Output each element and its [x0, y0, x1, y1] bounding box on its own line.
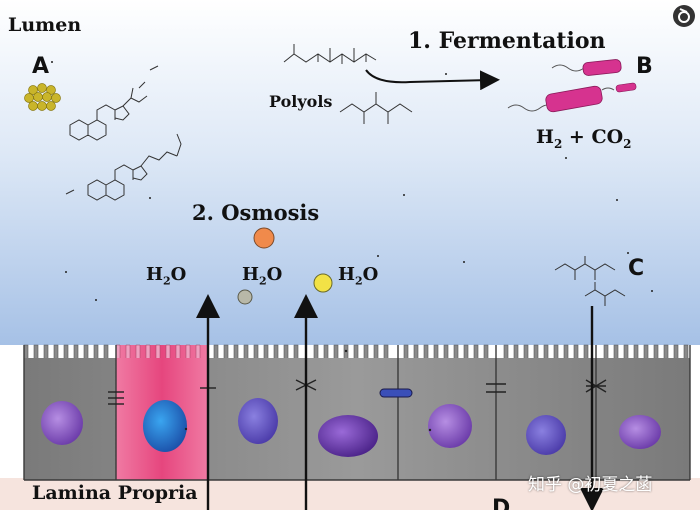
co2-subscript: 2 — [623, 136, 632, 151]
nucleus-3 — [238, 398, 278, 444]
water-label-1: H2O — [146, 264, 186, 288]
plus-co-text: + CO — [562, 126, 624, 148]
polyol-structure-2 — [339, 92, 413, 124]
yellow-particle — [313, 273, 333, 293]
lamina-propria-label: Lamina Propria — [32, 482, 198, 504]
nucleus-5 — [428, 404, 472, 448]
background-specks — [51, 61, 653, 432]
nucleus-7 — [619, 415, 661, 449]
panel-d-label: D — [492, 496, 511, 510]
h2-subscript: 2 — [553, 136, 563, 151]
water-3-h: H — [338, 264, 356, 285]
nucleus-4 — [318, 415, 378, 457]
osmosis-heading: 2. Osmosis — [192, 200, 320, 225]
lumen-label: Lumen — [8, 14, 82, 36]
water-1-sub: 2 — [163, 274, 171, 288]
fermentation-products: H2 + CO2 — [536, 126, 632, 151]
water-1-o: O — [170, 264, 187, 285]
water-label-3: H2O — [338, 264, 378, 288]
bacteria-group — [507, 59, 637, 113]
water-3-o: O — [362, 264, 379, 285]
polyol-structure-1 — [283, 44, 377, 64]
corner-logo-icon — [673, 5, 695, 27]
panel-c-label: C — [628, 256, 645, 281]
gray-particle — [237, 289, 253, 305]
h2-symbol: H — [536, 126, 554, 148]
panel-b-label: B — [636, 54, 653, 79]
bile-acid-structures — [65, 65, 182, 201]
water-2-sub: 2 — [259, 274, 267, 288]
water-2-h: H — [242, 264, 260, 285]
membrane-transporter — [379, 388, 413, 398]
orange-particle — [253, 227, 275, 249]
water-3-sub: 2 — [355, 274, 363, 288]
lumen-background — [0, 0, 700, 345]
nucleus-6 — [526, 415, 566, 455]
fermentation-heading: 1. Fermentation — [408, 28, 606, 54]
water-1-h: H — [146, 264, 164, 285]
water-label-2: H2O — [242, 264, 282, 288]
panel-a-label: A — [32, 54, 50, 79]
bile-salt-cluster — [24, 83, 61, 111]
source-watermark: 知乎 @初夏之菡 — [528, 475, 653, 495]
fermentation-arrow — [365, 69, 500, 91]
nucleus-1 — [41, 401, 83, 445]
polyols-label: Polyols — [269, 92, 333, 111]
nucleus-2-inflamed — [143, 400, 187, 452]
water-2-o: O — [266, 264, 283, 285]
epithelium — [23, 344, 691, 481]
microvilli — [23, 344, 689, 358]
polyol-structure-3 — [554, 256, 626, 306]
